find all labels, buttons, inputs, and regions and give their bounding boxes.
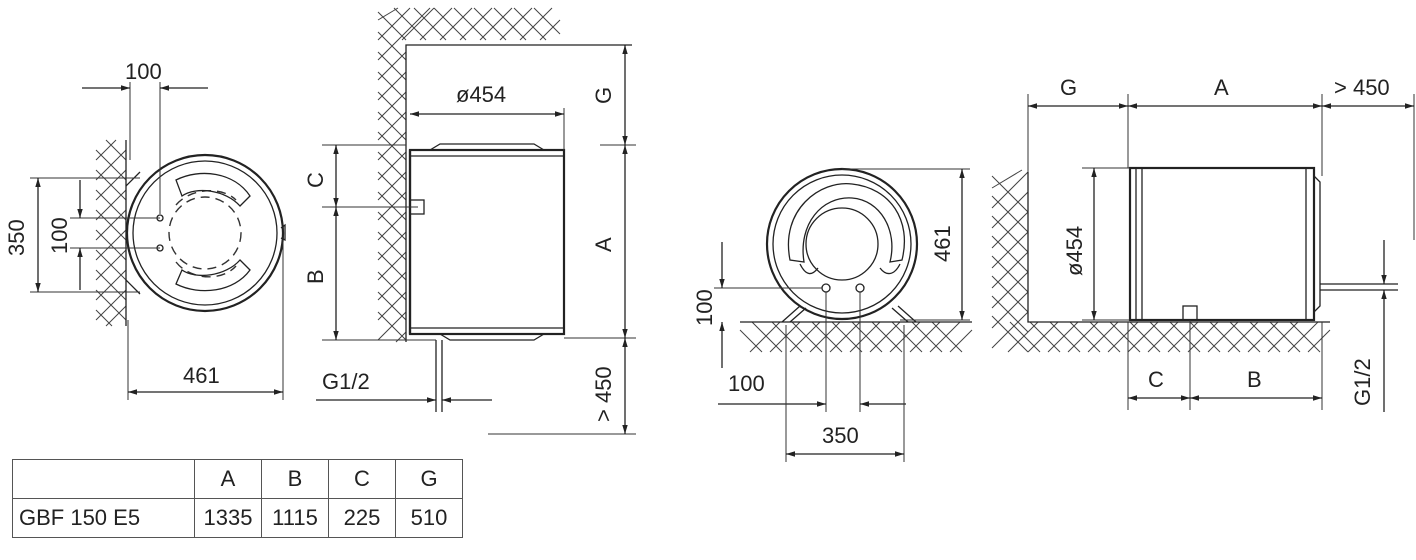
dim-C-vertical: C (303, 172, 328, 188)
tank-body-side (1128, 166, 1316, 322)
dim-G12-side: G1/2 (1350, 358, 1375, 406)
dim-100-top: 100 (125, 59, 162, 84)
tank-body-vertical (408, 148, 566, 336)
wall-floor-hatch-side (991, 169, 1331, 353)
dim-461-bottom: 461 (183, 363, 220, 388)
dim-G12-vertical: G1/2 (322, 369, 370, 394)
dim-A-vertical: A (591, 237, 616, 252)
dim-100-front-horizontal: 100 (728, 371, 765, 396)
dim-350-front: 350 (822, 423, 859, 448)
wall-hatch-top-view (95, 139, 127, 327)
dim-100-front-vertical: 100 (692, 289, 717, 326)
dim-gt450-vertical: > 450 (591, 366, 616, 422)
table-cell: 225 (328, 498, 396, 538)
table-header-cell: C (328, 459, 396, 499)
water-pipes-side (1320, 283, 1398, 291)
dimension-table: A B C G GBF 150 E5 1335 1115 225 510 (12, 459, 463, 538)
table-cell: 510 (395, 498, 463, 538)
horizontal-side-view: G A > 450 ø454 C B G1/2 (991, 75, 1415, 412)
dim-100-left: 100 (47, 217, 72, 254)
dim-dia454-side: ø454 (1062, 226, 1087, 276)
dim-A-side: A (1214, 75, 1229, 100)
horizontal-front-view: 461 100 100 350 (692, 167, 973, 462)
floor-hatch-front (739, 321, 973, 353)
thermostat-box-side (1182, 305, 1198, 321)
table-header-cell (12, 459, 195, 499)
dim-B-vertical: B (303, 269, 328, 284)
water-pipes-vertical (435, 340, 443, 412)
wall-hatch-vertical (377, 7, 632, 343)
tank-outline-front (765, 167, 919, 321)
dim-B-side: B (1247, 367, 1262, 392)
table-cell: 1335 (194, 498, 262, 538)
table-header-cell: G (395, 459, 463, 499)
dim-dia454-top: ø454 (456, 82, 506, 107)
vertical-install-view: ø454 G A > 450 C B G1/2 (303, 7, 636, 435)
top-view: 100 350 100 461 (4, 59, 286, 400)
dim-C-side: C (1148, 367, 1164, 392)
inner-flange (805, 207, 879, 281)
heater-dashed-outline (168, 196, 242, 270)
table-header-cell: B (261, 459, 329, 499)
table-header-row: A B C G (12, 459, 463, 499)
table-header-cell: A (194, 459, 262, 499)
stand-feet (781, 305, 917, 323)
table-row: GBF 150 E5 1335 1115 225 510 (12, 498, 463, 538)
dim-G-side: G (1060, 75, 1077, 100)
dim-461-right: 461 (930, 225, 955, 262)
tank-outline-top (125, 153, 285, 313)
dim-gt450-side: > 450 (1334, 75, 1390, 100)
table-cell: 1115 (261, 498, 329, 538)
table-cell-model: GBF 150 E5 (12, 498, 195, 538)
dim-350-left: 350 (4, 219, 29, 256)
dim-G-vertical: G (591, 87, 616, 104)
